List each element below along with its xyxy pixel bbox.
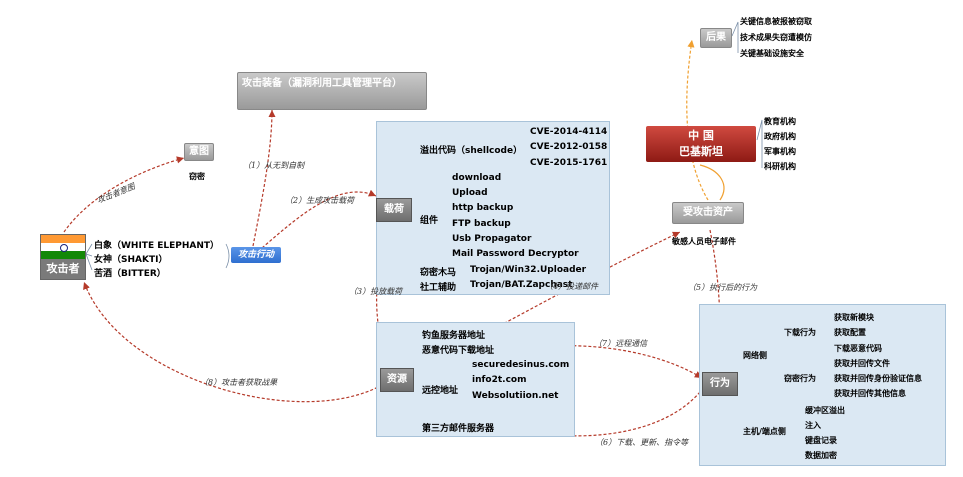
ann-step-5: （5）执行后的行为	[688, 283, 758, 292]
component-3: http backup	[452, 203, 514, 213]
network-side-label: 网络侧	[743, 351, 767, 360]
ann-step-3: （3）投放载荷	[349, 287, 403, 296]
social-label: 社工辅助	[420, 283, 457, 293]
component-4: FTP backup	[452, 219, 511, 229]
chakra-icon	[60, 244, 68, 252]
c2-domain-2: info2t.com	[472, 375, 527, 385]
intent-node[interactable]: 意图	[184, 143, 214, 161]
resource-item-2: 恶意代码下载地址	[422, 346, 495, 356]
resource-item-1: 钓鱼服务器地址	[422, 331, 486, 341]
component-2: Upload	[452, 188, 488, 198]
edge-resource-behavior-7	[417, 345, 703, 379]
component-label: 组件	[420, 216, 439, 226]
target-2: 政府机构	[764, 132, 796, 141]
c2-domain-1: securedesinus.com	[472, 360, 570, 370]
resource-item-4: 第三方邮件服务器	[422, 424, 495, 434]
overflow-code-label: 溢出代码（shellcode）	[420, 146, 523, 156]
edge-attacker-intent	[63, 156, 185, 233]
resource-item-3: 远控地址	[422, 386, 459, 396]
consequence-2: 技术成果失窃遭模仿	[740, 33, 812, 42]
consequence-3: 关键基础设施安全	[740, 49, 804, 58]
victim-asset-node[interactable]: 受攻击资产	[672, 202, 744, 224]
target-3: 军事机构	[764, 147, 796, 156]
edge-victim-consequence	[686, 39, 709, 201]
victim-child: 敏感人员电子邮件	[672, 237, 736, 246]
steal-item-2: 获取并回传身份验证信息	[834, 374, 922, 383]
edge-resource-attacker	[83, 281, 383, 403]
download-item-1: 获取新模块	[834, 313, 874, 322]
equipment-node[interactable]: 攻击装备（漏洞利用工具管理平台）	[237, 72, 427, 110]
host-side-label: 主机/端点侧	[743, 427, 786, 436]
host-item-2: 注入	[805, 421, 821, 430]
pakistan-label: 巴基斯坦	[679, 145, 723, 158]
consequence-node[interactable]: 后果	[700, 28, 732, 48]
trojan-label: 窃密木马	[420, 268, 457, 278]
cve-1: CVE-2014-4114	[530, 127, 608, 137]
alias-2: 女神（SHAKTI）	[94, 255, 168, 265]
ann-step-4: （4）投递邮件	[545, 282, 599, 291]
resource-node[interactable]: 资源	[380, 368, 414, 392]
alias-3: 苦酒（BITTER）	[94, 269, 166, 279]
host-item-1: 缓冲区溢出	[805, 406, 845, 415]
behavior-node[interactable]: 行为	[702, 372, 738, 396]
target-4: 科研机构	[764, 162, 796, 171]
host-item-4: 数据加密	[805, 451, 837, 460]
ann-step-1: （1）从无到自制	[243, 161, 305, 170]
social-value: Trojan/BAT.Zapchast	[470, 280, 573, 290]
download-behavior-label: 下载行为	[784, 328, 816, 337]
component-1: download	[452, 173, 502, 183]
trojan-value: Trojan/Win32.Uploader	[470, 265, 587, 275]
component-6: Mail Password Decryptor	[452, 249, 579, 259]
payload-panel	[376, 121, 610, 295]
steal-item-3: 获取并回传其他信息	[834, 389, 906, 398]
attacker-label: 攻击者	[41, 259, 85, 279]
ann-step-6: （6）下载、更新、指令等	[595, 438, 689, 447]
cve-2: CVE-2012-0158	[530, 142, 608, 152]
edge-action-payload	[261, 189, 377, 249]
steal-behavior-label: 窃密行为	[784, 374, 816, 383]
china-label: 中 国	[688, 129, 714, 142]
c2-domain-3: Websolutiion.net	[472, 391, 559, 401]
steal-item-1: 获取并回传文件	[834, 359, 890, 368]
component-5: Usb Propagator	[452, 234, 532, 244]
target-1: 教育机构	[764, 117, 796, 126]
consequence-1: 关键信息被报被窃取	[740, 17, 812, 26]
host-item-3: 键盘记录	[805, 436, 837, 445]
cve-3: CVE-2015-1761	[530, 158, 608, 168]
download-item-3: 下载恶意代码	[834, 344, 882, 353]
edge-victim-behavior	[709, 229, 723, 367]
attacker-node[interactable]: 攻击者	[40, 234, 86, 280]
edge-victim-chinapak	[699, 164, 725, 201]
intent-child: 窃密	[189, 172, 205, 181]
attack-action-node[interactable]: 攻击行动	[231, 247, 281, 263]
ann-step-7: （7）远程通信	[594, 339, 648, 348]
edge-action-equipment	[252, 109, 276, 247]
payload-node[interactable]: 载荷	[376, 198, 412, 222]
behavior-panel	[699, 304, 946, 466]
alias-1: 白象（WHITE ELEPHANT）	[94, 241, 220, 251]
china-pakistan-node[interactable]: 中 国 巴基斯坦	[646, 126, 756, 162]
ann-step-8: （8）攻击者获取战果	[200, 378, 278, 387]
ann-step-2: （2）生成攻击载荷	[285, 196, 355, 205]
download-item-2: 获取配置	[834, 328, 866, 337]
